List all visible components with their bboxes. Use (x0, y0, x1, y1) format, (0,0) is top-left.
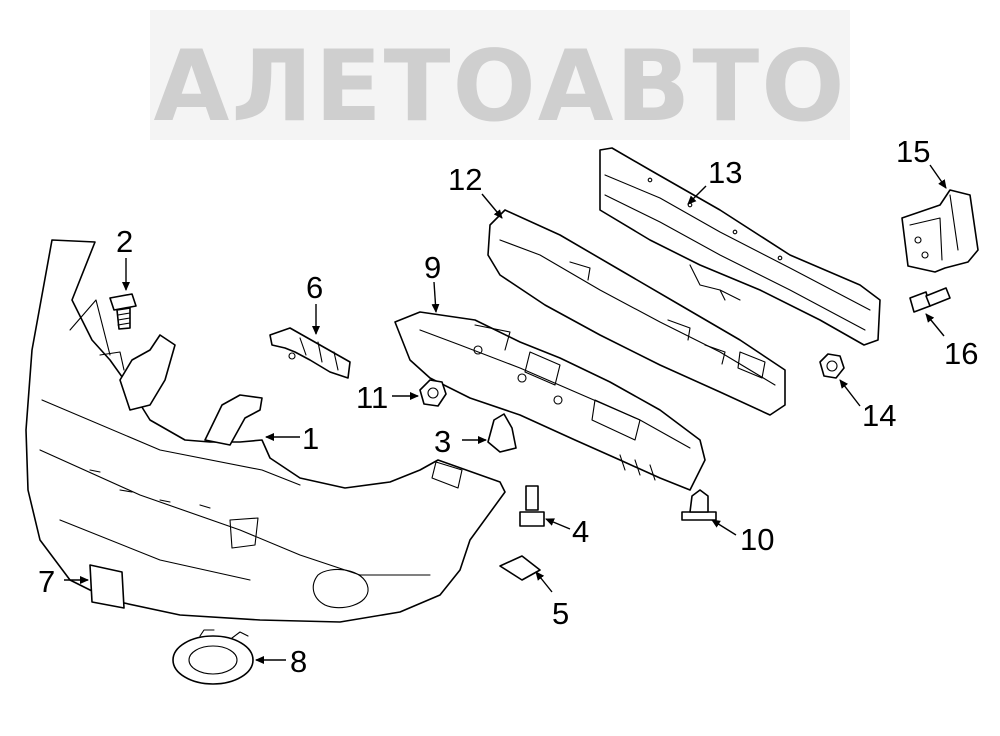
bolt-part-2 (109, 293, 137, 330)
callout-15: 15 (896, 134, 930, 169)
clip-part-10 (681, 489, 717, 521)
bracket-part-15 (901, 189, 979, 273)
leader-arrows (64, 164, 947, 664)
arrow-5 (535, 571, 553, 593)
absorber-part-12 (487, 209, 786, 416)
callout-10: 10 (740, 522, 774, 557)
callout-6: 6 (306, 270, 323, 305)
bolt-part-16 (909, 287, 951, 313)
watermark-logo: АЛЕТОАВТО (150, 10, 850, 144)
callout-11: 11 (356, 380, 388, 415)
reinforcement-part-13 (599, 147, 881, 346)
callout-16: 16 (944, 336, 978, 371)
callout-4: 4 (572, 514, 589, 549)
callout-labels: 1 2 3 4 5 6 7 8 9 10 11 12 13 14 15 16 (38, 134, 978, 679)
callout-1: 1 (302, 421, 319, 456)
nut-part-14 (819, 353, 845, 379)
arrow-16 (925, 313, 945, 337)
arrow-15 (929, 164, 947, 189)
callout-13: 13 (708, 155, 742, 190)
watermark-band (150, 10, 850, 140)
arrow-14 (839, 379, 861, 407)
callout-5: 5 (552, 596, 569, 631)
bracket-part-6 (269, 327, 351, 379)
cap-part-7 (89, 564, 125, 609)
arrow-12 (481, 193, 503, 219)
watermark-text: АЛЕТОАВТО (153, 30, 846, 144)
arrow-13 (687, 185, 707, 205)
callout-8: 8 (290, 644, 307, 679)
callout-7: 7 (38, 564, 55, 599)
callout-3: 3 (434, 424, 451, 459)
clip-part-5 (499, 555, 541, 581)
nut-part-11 (419, 379, 447, 407)
arrow-9 (431, 281, 440, 313)
callout-12: 12 (448, 162, 482, 197)
arrow-10 (711, 519, 737, 536)
arrow-4 (545, 518, 571, 530)
bumper-cover-part (25, 239, 506, 623)
bolt-part-4 (519, 485, 545, 527)
callout-14: 14 (862, 398, 896, 433)
callout-2: 2 (116, 224, 133, 259)
energy-absorber-part-9 (394, 311, 706, 491)
callout-9: 9 (424, 250, 441, 285)
fog-ring-part-8 (172, 629, 254, 685)
clip-part-3 (487, 413, 517, 453)
